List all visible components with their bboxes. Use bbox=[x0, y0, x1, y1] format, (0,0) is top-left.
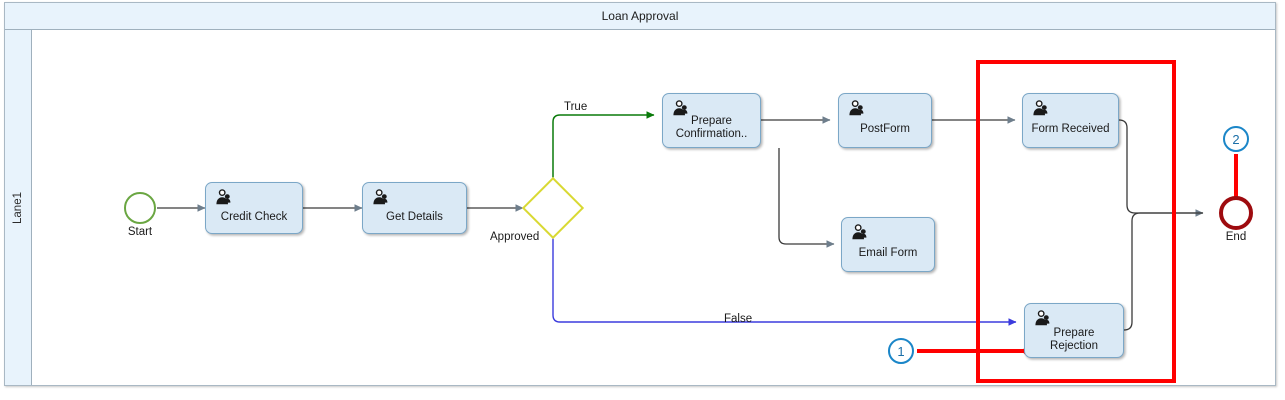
task-label: Prepare Rejection bbox=[1050, 326, 1098, 352]
task-label: Prepare Confirmation.. bbox=[675, 115, 748, 140]
task-label: PostForm bbox=[860, 123, 910, 135]
task-prepare-rejection[interactable]: Prepare Rejection bbox=[1024, 303, 1124, 358]
user-task-icon bbox=[1035, 310, 1050, 326]
user-task-icon bbox=[852, 224, 867, 240]
end-event[interactable] bbox=[1219, 196, 1253, 230]
flow-label-false: False bbox=[724, 313, 753, 325]
lane-label-text: Lane1 bbox=[12, 191, 25, 224]
start-event[interactable] bbox=[124, 192, 156, 224]
callout-marker-1-label: 1 bbox=[897, 343, 905, 359]
task-prepare-confirmation[interactable]: Prepare Confirmation.. bbox=[662, 93, 761, 148]
task-form-received[interactable]: Form Received bbox=[1022, 93, 1119, 148]
user-task-icon bbox=[849, 100, 864, 116]
task-label: Get Details bbox=[386, 210, 443, 223]
red-highlight-box bbox=[976, 60, 1176, 383]
gateway-label: Approved bbox=[490, 231, 540, 243]
user-task-icon bbox=[673, 100, 688, 116]
task-label: Credit Check bbox=[220, 210, 288, 223]
lane-header: Lane1 bbox=[5, 30, 32, 385]
end-event-label: End bbox=[1225, 231, 1247, 243]
callout-marker-1[interactable]: 1 bbox=[888, 338, 914, 364]
user-task-icon bbox=[216, 189, 231, 205]
task-credit-check[interactable]: Credit Check bbox=[205, 182, 303, 234]
task-get-details[interactable]: Get Details bbox=[362, 182, 467, 234]
task-post-form[interactable]: PostForm bbox=[838, 93, 932, 148]
task-label: Form Received bbox=[1031, 123, 1110, 135]
start-event-label: Start bbox=[127, 226, 153, 238]
flow-label-true: True bbox=[564, 101, 588, 113]
task-label: Email Form bbox=[858, 247, 918, 259]
pool-title: Loan Approval bbox=[5, 3, 1275, 30]
callout-marker-2[interactable]: 2 bbox=[1223, 126, 1249, 152]
task-email-form[interactable]: Email Form bbox=[841, 217, 935, 272]
callout-marker-2-label: 2 bbox=[1232, 131, 1240, 147]
user-task-icon bbox=[1033, 100, 1048, 116]
user-task-icon bbox=[373, 189, 388, 205]
